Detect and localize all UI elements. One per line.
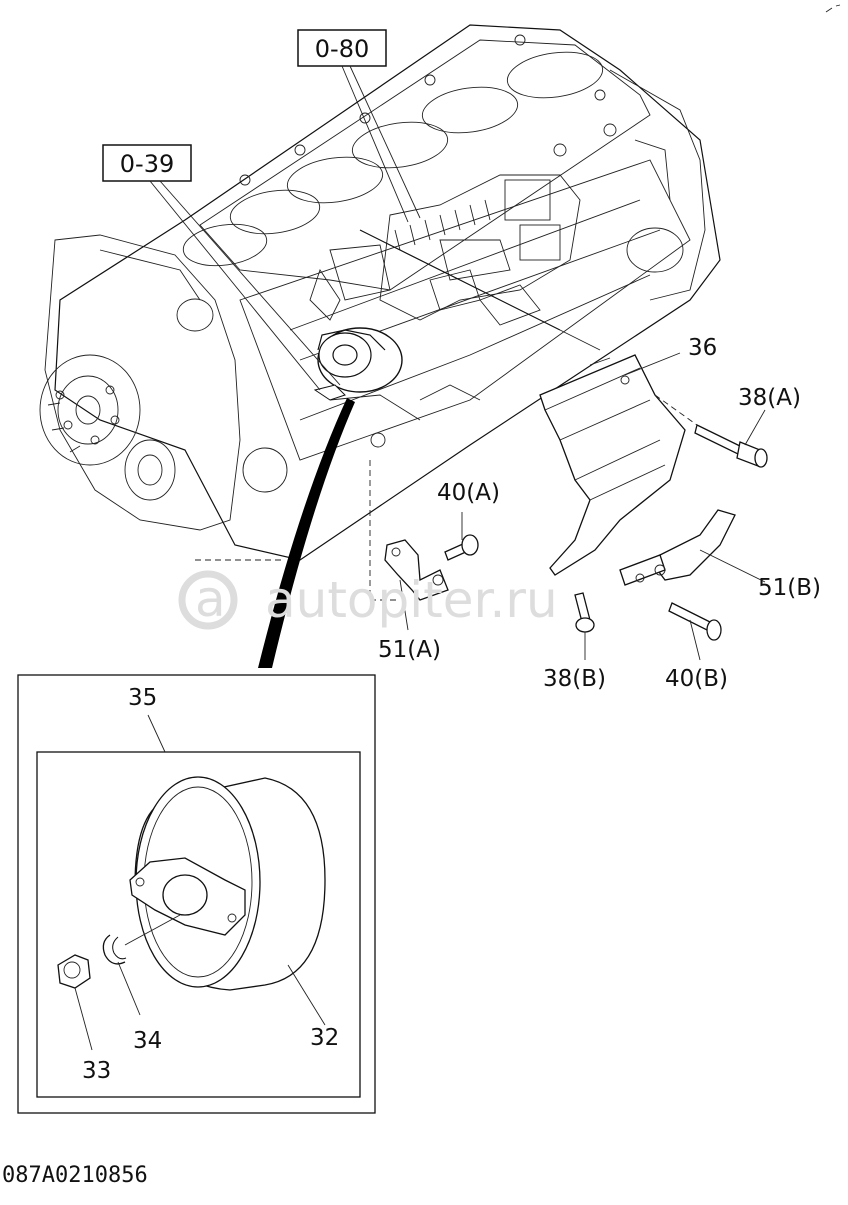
pulley-assembly-mounted [313, 327, 403, 401]
callout-38a: 38(A) [738, 385, 801, 411]
callout-38b: 38(B) [543, 666, 606, 692]
callout-51a: 51(A) [378, 637, 441, 663]
callout-35: 35 [128, 685, 157, 711]
ref-0-80-label: 0-80 [315, 35, 369, 63]
callout-40b: 40(B) [665, 666, 728, 692]
watermark: a autopiter.ru [178, 570, 558, 630]
nut-33 [57, 954, 91, 989]
bolt-38b [574, 592, 595, 633]
bolt-38a [694, 424, 768, 468]
callout-51b: 51(B) [758, 575, 821, 601]
detail-callout-sweep [258, 398, 355, 668]
watermark-text: autopiter.ru [265, 571, 558, 629]
bracket-51a [384, 539, 449, 601]
washer-34 [102, 934, 127, 965]
callout-33: 33 [82, 1058, 111, 1084]
callout-36: 36 [688, 335, 717, 361]
ref-0-39-label: 0-39 [120, 150, 174, 178]
bracket-51b [619, 509, 736, 586]
part-number: 087A0210856 [2, 1163, 148, 1188]
corner-mark [825, 4, 841, 13]
watermark-glyph: a [195, 570, 226, 628]
ref-box-0-39[interactable]: 0-39 [102, 144, 192, 182]
cover-36 [539, 354, 686, 576]
pulley-32 [129, 776, 326, 991]
callout-34: 34 [133, 1028, 162, 1054]
ref-box-0-80[interactable]: 0-80 [297, 29, 387, 67]
callout-32: 32 [310, 1025, 339, 1051]
bolt-40b [668, 602, 722, 641]
callout-40a: 40(A) [437, 480, 500, 506]
bolt-40a [444, 534, 479, 561]
